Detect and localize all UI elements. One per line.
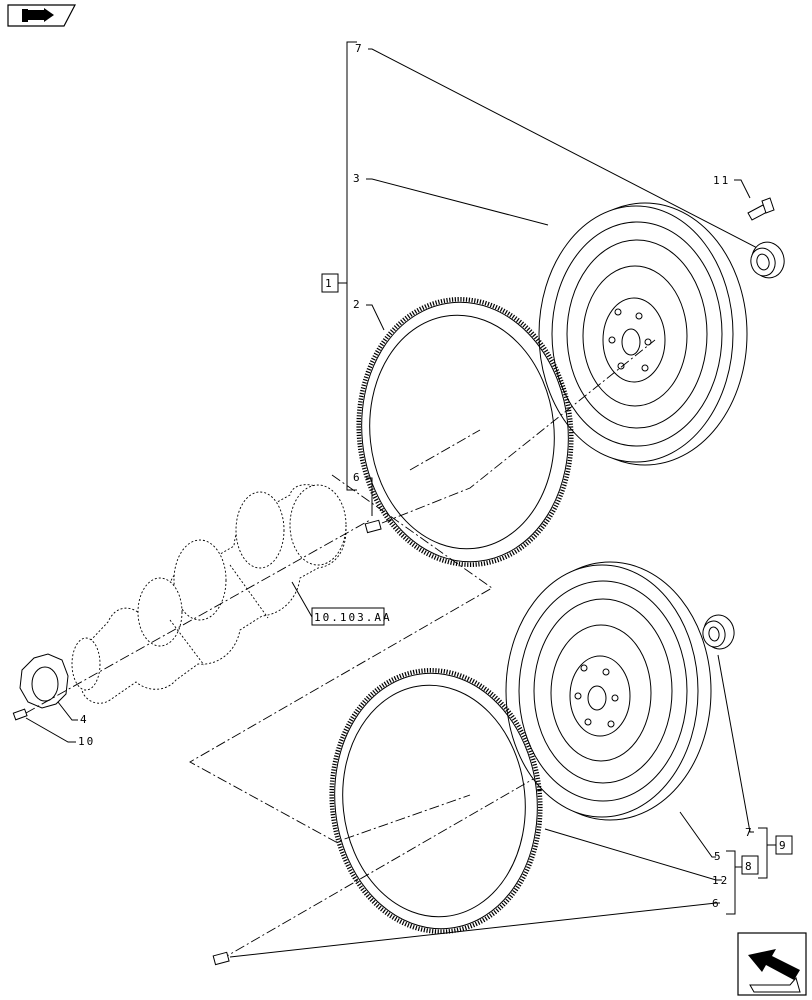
dowel-pin-lower: [212, 951, 230, 966]
upper-bearing: [750, 241, 785, 279]
group-lower-b-box: [775, 835, 793, 855]
callout-pin-front: 10: [78, 735, 95, 748]
lower-bracket-a: [726, 850, 736, 915]
callout-dowel-pin: 6: [353, 471, 362, 484]
callout-ring-gear-upper: 2: [353, 298, 362, 311]
callout-group-lower-a: 8: [745, 860, 754, 873]
dowel-pin-upper: [364, 519, 382, 534]
callout-bearing-lower: 7: [745, 826, 754, 839]
callout-pulley-nut: 4: [80, 713, 89, 726]
lower-flywheel: [505, 561, 712, 821]
callout-ring-gear-lower: 12: [712, 874, 729, 887]
pulley-nut: [19, 653, 69, 709]
flywheel-bolt: [747, 197, 775, 221]
lower-ring-gear: [329, 668, 543, 934]
front-pin: [12, 708, 28, 721]
group-lower-a-box: [741, 855, 759, 875]
callout-flywheel-upper: 3: [353, 172, 362, 185]
next-page-arrow-icon[interactable]: [737, 932, 807, 996]
crankshaft-ref-box: [311, 607, 385, 626]
folder-arrow-icon[interactable]: [7, 4, 76, 27]
callout-bearing-upper: 7: [355, 42, 364, 55]
axis-upper: [381, 339, 656, 524]
upper-flywheel: [538, 202, 748, 466]
lower-bracket-b: [758, 827, 768, 879]
callout-crankshaft-ref: 10.103.AA: [314, 611, 392, 624]
lower-bearing: [702, 614, 735, 650]
callout-bolt: 11: [713, 174, 730, 187]
group-kit-box: [321, 273, 339, 293]
callout-group-kit: 1: [325, 277, 334, 290]
crankshaft: [71, 484, 347, 704]
upper-ring-gear: [356, 297, 574, 567]
callout-dowel-pin-lower: 6: [712, 897, 721, 910]
group-bracket: [346, 41, 357, 491]
callout-flywheel-lower: 5: [714, 850, 723, 863]
callout-group-lower-b: 9: [779, 839, 788, 852]
